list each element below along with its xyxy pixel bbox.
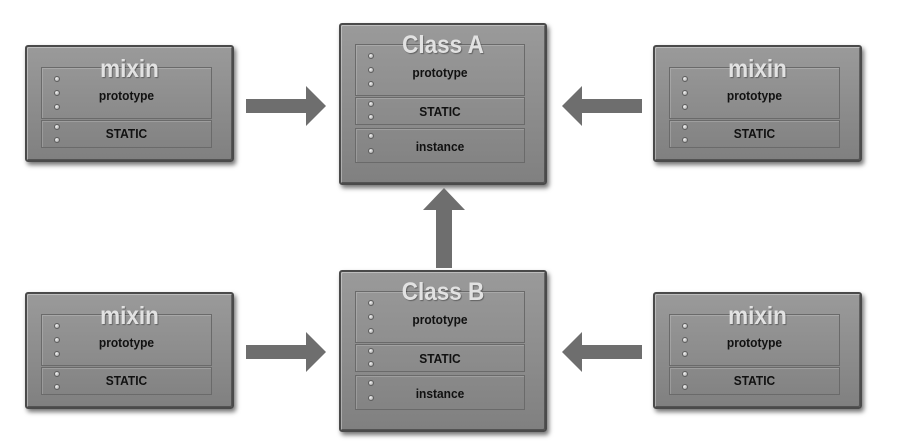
class-a-title: Class A bbox=[402, 31, 484, 59]
static-section: STATIC bbox=[41, 367, 212, 395]
instance-label: instance bbox=[415, 386, 465, 401]
bullet-dot-icon bbox=[368, 101, 374, 107]
instance-label: instance bbox=[415, 139, 465, 154]
prototype-label: prototype bbox=[726, 88, 783, 103]
arrow-up-icon bbox=[423, 188, 465, 268]
static-label: STATIC bbox=[419, 351, 461, 366]
bullet-dot-icon bbox=[54, 371, 60, 377]
bullet-dot-icon bbox=[682, 384, 688, 390]
bullet-dot-icon bbox=[682, 124, 688, 130]
static-section: STATIC bbox=[669, 120, 840, 148]
bullet-dot-icon bbox=[368, 380, 374, 386]
static-section: STATIC bbox=[355, 344, 525, 372]
static-label: STATIC bbox=[733, 373, 776, 388]
class-a-box: Class A prototype STATIC instance bbox=[339, 23, 547, 185]
static-section: STATIC bbox=[669, 367, 840, 395]
bullet-dot-icon bbox=[368, 114, 374, 120]
mixin-title: mixin bbox=[100, 302, 159, 330]
mixin-title: mixin bbox=[100, 55, 159, 83]
bullet-dot-icon bbox=[54, 124, 60, 130]
mixin-box-top-left: mixin prototype STATIC bbox=[25, 45, 234, 162]
prototype-section: prototype bbox=[669, 67, 840, 119]
prototype-section: prototype bbox=[41, 67, 212, 119]
static-label: STATIC bbox=[105, 126, 148, 141]
bullet-dot-icon bbox=[682, 104, 688, 110]
instance-section: instance bbox=[355, 128, 525, 163]
arrow-left-icon bbox=[562, 332, 642, 372]
bullet-dot-icon bbox=[54, 323, 60, 329]
class-b-title: Class B bbox=[401, 278, 485, 306]
prototype-label: prototype bbox=[726, 335, 783, 350]
prototype-section: prototype bbox=[41, 314, 212, 366]
arrow-left-icon bbox=[562, 86, 642, 126]
bullet-dot-icon bbox=[682, 137, 688, 143]
bullet-dot-icon bbox=[682, 323, 688, 329]
bullet-dot-icon bbox=[682, 351, 688, 357]
mixin-box-bottom-left: mixin prototype STATIC bbox=[25, 292, 234, 409]
bullet-dot-icon bbox=[368, 348, 374, 354]
prototype-label: prototype bbox=[412, 312, 468, 327]
prototype-label: prototype bbox=[98, 88, 155, 103]
bullet-dot-icon bbox=[368, 67, 374, 73]
bullet-dot-icon bbox=[368, 133, 374, 139]
bullet-dot-icon bbox=[368, 300, 374, 306]
bullet-dot-icon bbox=[682, 371, 688, 377]
bullet-dot-icon bbox=[54, 337, 60, 343]
bullet-dot-icon bbox=[682, 337, 688, 343]
bullet-dot-icon bbox=[368, 395, 374, 401]
bullet-dot-icon bbox=[368, 314, 374, 320]
static-label: STATIC bbox=[733, 126, 776, 141]
bullet-dot-icon bbox=[54, 384, 60, 390]
bullet-dot-icon bbox=[368, 148, 374, 154]
bullet-dot-icon bbox=[368, 361, 374, 367]
bullet-dot-icon bbox=[368, 53, 374, 59]
bullet-dot-icon bbox=[54, 351, 60, 357]
mixin-box-bottom-right: mixin prototype STATIC bbox=[653, 292, 862, 409]
bullet-dot-icon bbox=[54, 137, 60, 143]
bullet-dot-icon bbox=[682, 76, 688, 82]
bullet-dot-icon bbox=[368, 328, 374, 334]
prototype-label: prototype bbox=[412, 65, 468, 80]
static-section: STATIC bbox=[355, 97, 525, 125]
mixin-box-top-right: mixin prototype STATIC bbox=[653, 45, 862, 162]
prototype-section: prototype bbox=[355, 291, 525, 343]
mixin-title: mixin bbox=[728, 55, 787, 83]
bullet-dot-icon bbox=[54, 90, 60, 96]
mixin-title: mixin bbox=[728, 302, 787, 330]
static-label: STATIC bbox=[419, 104, 461, 119]
bullet-dot-icon bbox=[682, 90, 688, 96]
bullet-dot-icon bbox=[54, 104, 60, 110]
arrow-right-icon bbox=[246, 332, 326, 372]
class-b-box: Class B prototype STATIC instance bbox=[339, 270, 547, 432]
bullet-dot-icon bbox=[54, 76, 60, 82]
static-section: STATIC bbox=[41, 120, 212, 148]
arrow-right-icon bbox=[246, 86, 326, 126]
static-label: STATIC bbox=[105, 373, 148, 388]
prototype-section: prototype bbox=[669, 314, 840, 366]
prototype-section: prototype bbox=[355, 44, 525, 96]
bullet-dot-icon bbox=[368, 81, 374, 87]
prototype-label: prototype bbox=[98, 335, 155, 350]
instance-section: instance bbox=[355, 375, 525, 410]
